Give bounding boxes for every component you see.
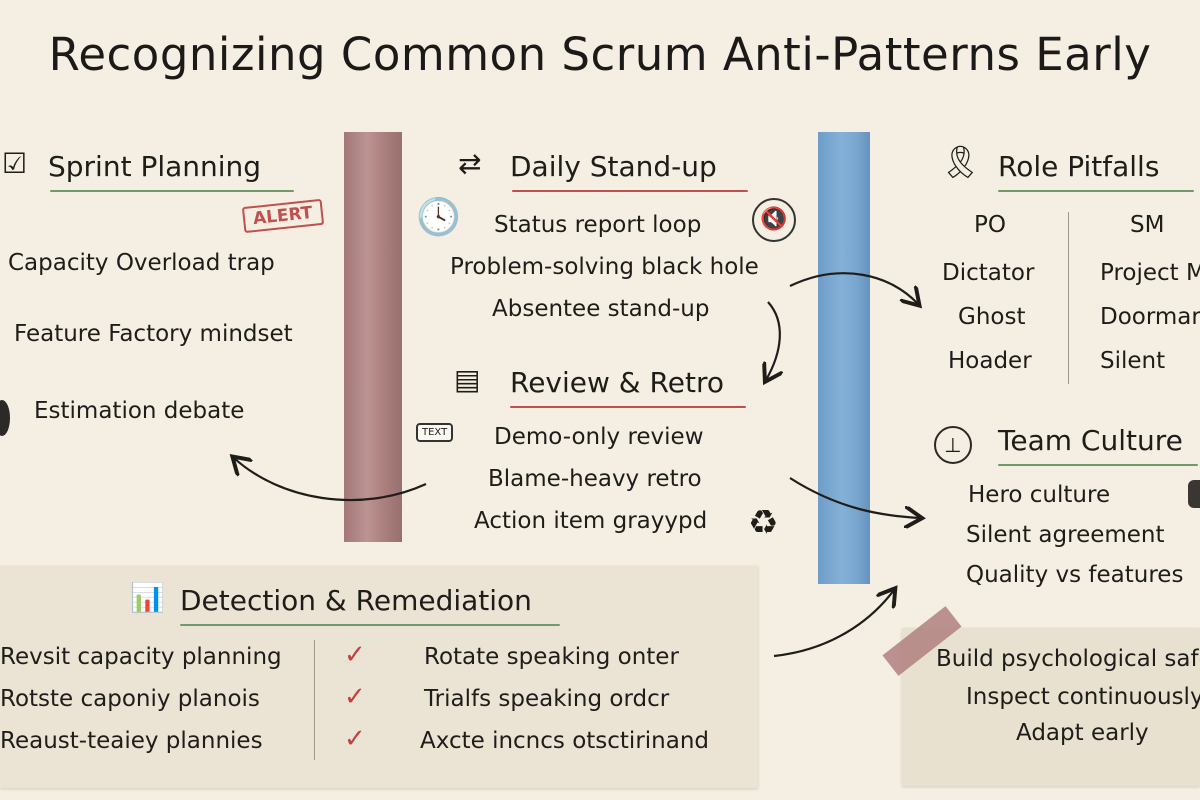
review-retro-underline	[510, 406, 746, 408]
list-item: Axcte incncs otsctirinand	[420, 728, 710, 754]
role-pitfalls-underline	[998, 190, 1194, 192]
detection-divider	[314, 640, 315, 760]
monitor-chart-icon: 📊	[130, 581, 165, 614]
list-item: Rotste caponiy planois	[0, 686, 260, 712]
list-item: Estimation debate	[34, 398, 245, 424]
list-item: Build psychological safe	[936, 646, 1200, 672]
list-item: Problem-solving black hole	[450, 254, 759, 280]
sm-label: SM	[1130, 212, 1165, 238]
list-item: Project M	[1100, 260, 1200, 286]
check-icon: ✓	[344, 724, 366, 754]
list-item: Quality vs features	[966, 562, 1184, 588]
text-stamp: TEXT	[416, 423, 454, 442]
list-item: Status report loop	[494, 212, 702, 238]
daily-standup-heading: Daily Stand-up	[510, 150, 717, 183]
sprint-planning-underline	[50, 190, 294, 192]
clock-icon: 🕓	[416, 197, 461, 238]
list-item: Blame-heavy retro	[488, 466, 702, 492]
list-item: Absentee stand-up	[492, 296, 710, 322]
review-retro-heading: Review & Retro	[510, 366, 724, 399]
list-item: Silent agreement	[966, 522, 1165, 548]
arrow-detection-to-culture	[773, 590, 894, 658]
list-item: Rotate speaking onter	[424, 644, 679, 670]
mute-icon: 🔇	[752, 198, 796, 242]
list-item: Revsit capacity planning	[0, 644, 282, 670]
list-item: Hoader	[948, 348, 1032, 374]
award-ribbon-icon: 🎗	[940, 143, 981, 181]
sprint-planning-heading: Sprint Planning	[48, 150, 262, 183]
culture-actions-note	[902, 628, 1200, 786]
checklist-icon: ☑	[2, 147, 28, 180]
detection-underline	[180, 624, 560, 626]
arrow-standup-to-review	[766, 301, 780, 380]
list-item: Reaust-teaiey plannies	[0, 728, 263, 754]
person-icon	[1188, 480, 1200, 508]
shield-icon	[0, 400, 10, 436]
list-item: Dictator	[942, 260, 1035, 286]
list-item: Doormar	[1100, 304, 1200, 330]
list-item: Demo-only review	[494, 424, 704, 450]
po-label: PO	[974, 212, 1006, 238]
list-item: Hero culture	[968, 482, 1111, 508]
detection-heading: Detection & Remediation	[180, 584, 532, 617]
list-item: Capacity Overload trap	[8, 250, 275, 276]
role-pitfalls-heading: Role Pitfalls	[998, 150, 1160, 183]
role-divider	[1068, 212, 1069, 384]
list-item: Inspect continuously	[966, 684, 1200, 710]
arrow-standup-to-roles	[789, 272, 918, 304]
list-item: Feature Factory mindset	[14, 321, 293, 347]
swap-arrows-icon: ⇄	[458, 147, 482, 180]
info-circle-icon: ⊥	[934, 426, 972, 464]
list-item: Ghost	[958, 304, 1026, 330]
daily-standup-underline	[512, 190, 748, 192]
arrow-review-to-culture	[789, 477, 920, 518]
list-item: Action item grayypd	[474, 508, 708, 534]
team-culture-heading: Team Culture	[998, 424, 1183, 457]
list-item: Trialfs speaking ordcr	[424, 686, 670, 712]
document-icon: ▤	[454, 363, 481, 396]
detection-panel	[0, 566, 758, 788]
arrow-review-to-sprint	[234, 458, 427, 502]
check-icon: ✓	[344, 682, 366, 712]
page-title: Recognizing Common Scrum Anti-Patterns E…	[48, 28, 1152, 81]
rose-tape-strip	[344, 132, 402, 542]
check-icon: ✓	[344, 640, 366, 670]
recycle-icon: ♻	[748, 503, 779, 543]
team-culture-underline	[998, 464, 1198, 466]
list-item: Adapt early	[1016, 720, 1149, 746]
list-item: Silent	[1100, 348, 1166, 374]
